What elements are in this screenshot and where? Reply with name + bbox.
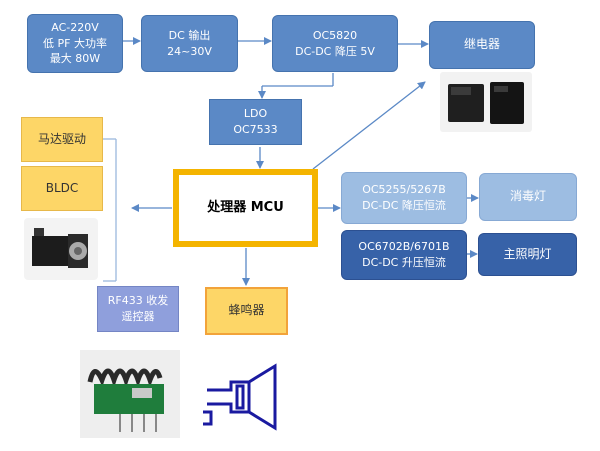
bldc-motor-image (24, 218, 98, 280)
main-light-block: 主照明灯 (478, 233, 577, 276)
oc6702-block: OC6702B/6701B DC-DC 升压恒流 (341, 230, 467, 280)
ac-input-block: AC-220V 低 PF 大功率 最大 80W (27, 14, 123, 73)
oc5820-block: OC5820 DC-DC 降压 5V (272, 15, 398, 72)
dc-output-block: DC 输出 24~30V (141, 15, 238, 72)
mcu-block: 处理器 MCU (173, 169, 318, 247)
motor-drive-block: 马达驱动 (21, 117, 103, 162)
oc5255-block: OC5255/5267B DC-DC 降压恒流 (341, 172, 467, 224)
arrow-mcu-to-relay (312, 81, 426, 170)
relay-block: 继电器 (429, 21, 535, 69)
uv-lamp-block: 消毒灯 (479, 173, 577, 221)
rf433-module-image (80, 350, 180, 438)
ldo-block: LDO OC7533 (209, 99, 302, 145)
buzzer-speaker-icon (203, 363, 277, 431)
buzzer-block: 蜂鸣器 (205, 287, 288, 335)
rf433-block: RF433 收发 遥控器 (97, 286, 179, 332)
bldc-block: BLDC (21, 166, 103, 211)
relay-image (440, 72, 532, 132)
